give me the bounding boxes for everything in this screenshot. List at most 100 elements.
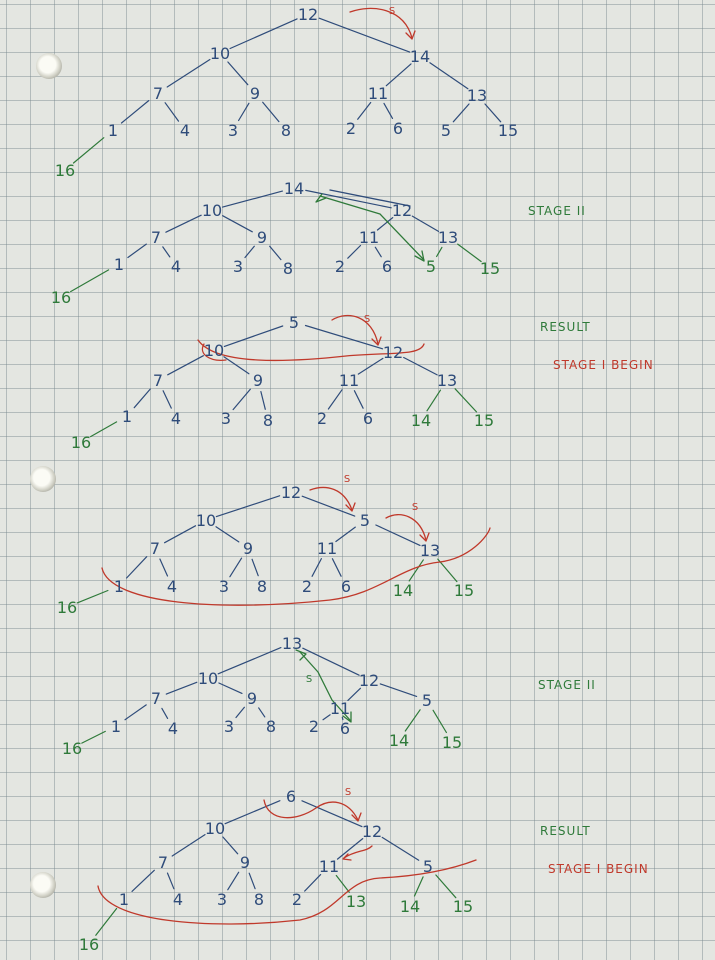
tree-6-node: 15 (453, 897, 473, 916)
tree-5-node: 11 (330, 699, 350, 718)
tree-3-node: 7 (153, 371, 163, 390)
binder-hole (30, 466, 56, 492)
tree-2-node: 5 (426, 257, 436, 276)
stage-label: STAGE II (528, 204, 586, 218)
tree-1-node: 9 (250, 84, 260, 103)
tree-5-edge (165, 681, 198, 695)
tree-4-node: 16 (57, 598, 77, 617)
tree-1-edge (357, 101, 372, 120)
tree-5-node: 12 (359, 671, 379, 690)
tree-3-edge (454, 388, 478, 413)
tree-4-node: 6 (341, 577, 351, 596)
swap-arrow (263, 799, 359, 821)
tree-6-node: 11 (319, 857, 339, 876)
tree-3-node: 15 (474, 411, 494, 430)
tree-2-node: 1 (114, 255, 124, 274)
arrowhead (414, 250, 425, 262)
tree-3-edge (223, 325, 284, 347)
tree-2-node: 16 (51, 288, 71, 307)
swap-mark: S (306, 674, 312, 685)
tree-4-node: 13 (420, 541, 440, 560)
tree-5-edge (341, 716, 344, 721)
tree-2-node: 10 (202, 201, 222, 220)
tree-5-node: 7 (151, 689, 161, 708)
tree-6-node: 5 (423, 857, 433, 876)
tree-5-node: 13 (282, 634, 302, 653)
tree-4-edge (331, 558, 342, 577)
arrowhead (405, 30, 416, 40)
tree-3-node: 1 (122, 407, 132, 426)
tree-4-edge (311, 557, 322, 577)
tree-5-node: 15 (442, 733, 462, 752)
arrowhead (315, 193, 327, 203)
tree-1-edge (238, 102, 250, 122)
tree-1-edge (385, 63, 412, 87)
tree-4-node: 11 (317, 539, 337, 558)
tree-2-node: 14 (284, 179, 304, 198)
tree-3-edge (89, 421, 118, 438)
tree-1-node: 1 (108, 121, 118, 140)
tree-2-edge (162, 246, 171, 258)
tree-4-edge (76, 589, 109, 604)
swap-arrow (331, 314, 379, 345)
tree-4-node: 3 (219, 577, 229, 596)
tree-5-node: 9 (247, 689, 257, 708)
tree-5-edge (124, 704, 147, 721)
tree-2-node: 6 (382, 257, 392, 276)
swap-mark: S (344, 474, 350, 485)
boundary-curve (197, 339, 425, 362)
edge-stroke (329, 189, 411, 207)
swap-arrow (385, 514, 427, 541)
tree-6-edge (222, 836, 239, 855)
tree-2-node: 7 (151, 228, 161, 247)
tree-5-node: 3 (224, 717, 234, 736)
tree-2-node: 4 (171, 257, 181, 276)
tree-2-edge (269, 245, 282, 261)
tree-1-edge (120, 99, 150, 124)
tree-5-edge (322, 714, 331, 721)
tree-3-node: 16 (71, 433, 91, 452)
tree-1-edge (383, 102, 394, 120)
tree-4-node: 15 (454, 581, 474, 600)
tree-3-edge (304, 324, 384, 350)
tree-6-node: 2 (292, 890, 302, 909)
tree-1-node: 16 (55, 161, 75, 180)
tree-6-edge (227, 871, 240, 891)
tree-6-edge (95, 907, 118, 936)
tree-6-node: 9 (240, 853, 250, 872)
tree-1-node: 10 (210, 44, 230, 63)
tree-2-edge (374, 246, 382, 258)
boundary-curve (97, 859, 477, 925)
tree-1-edge (164, 102, 180, 122)
tree-6-node: 8 (254, 890, 264, 909)
swap-arrow (309, 486, 353, 511)
tree-5-node: 2 (309, 717, 319, 736)
tree-2-edge (436, 246, 443, 258)
tree-5-edge (218, 682, 243, 695)
tree-1-edge (452, 103, 470, 123)
tree-6-node: 6 (286, 787, 296, 806)
tree-6-edge (224, 800, 281, 825)
binder-hole (30, 872, 56, 898)
tree-1-edge (72, 137, 105, 164)
tree-1-node: 3 (228, 121, 238, 140)
tree-4-edge (375, 524, 421, 547)
tree-3-edge (260, 391, 266, 410)
tree-2-node: 9 (257, 228, 267, 247)
tree-2-node: 3 (233, 257, 243, 276)
move-arrow (319, 195, 425, 261)
swap-mark: S (345, 787, 351, 798)
tree-1-edge (318, 17, 411, 53)
tree-1-edge (227, 61, 249, 86)
tree-3-node: 5 (289, 313, 299, 332)
tree-4-node: 8 (257, 577, 267, 596)
tree-5-node: 4 (168, 719, 178, 738)
tree-5-edge (258, 707, 266, 718)
tree-1-node: 7 (153, 84, 163, 103)
tree-4-edge (301, 495, 356, 517)
arrowhead (351, 812, 362, 822)
tree-1-node: 5 (441, 121, 451, 140)
tree-1-edge (166, 58, 211, 88)
